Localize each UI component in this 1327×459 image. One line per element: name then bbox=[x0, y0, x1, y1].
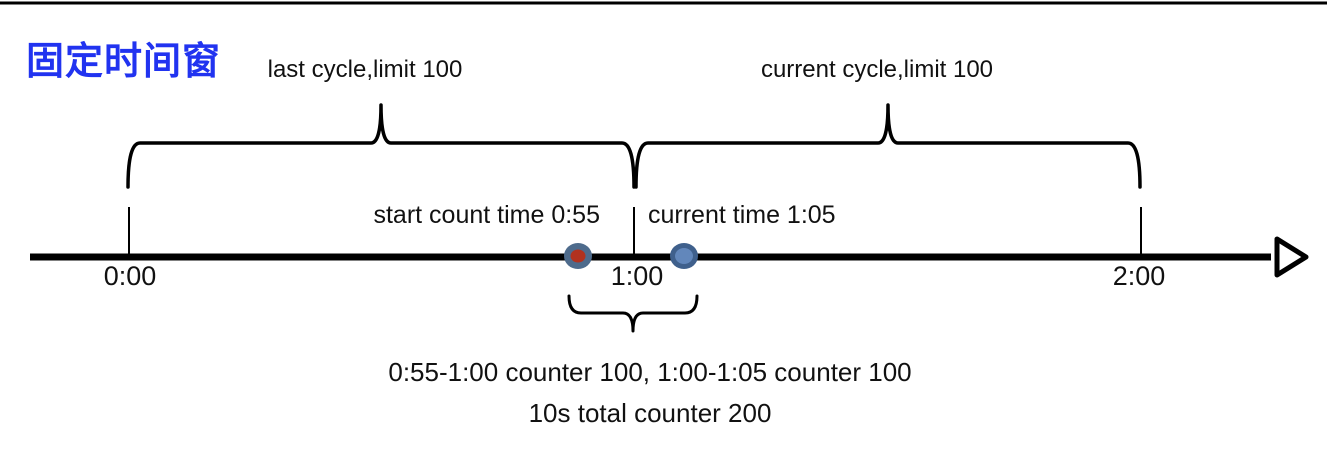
tick-label-1-00: 1:00 bbox=[610, 261, 664, 291]
current-time-label: current time 1:05 bbox=[648, 201, 836, 229]
page-title: 固定时间窗 bbox=[26, 41, 222, 83]
current-cycle-label: current cycle,limit 100 bbox=[760, 56, 994, 83]
tick-label-2-00: 2:00 bbox=[1112, 261, 1166, 291]
tick-label-0-00: 0:00 bbox=[103, 261, 157, 291]
start-count-marker bbox=[564, 243, 592, 269]
counter-summary-line1: 0:55-1:00 counter 100, 1:00-1:05 counter… bbox=[388, 357, 912, 387]
last-cycle-brace bbox=[126, 103, 636, 189]
counter-summary-line2: 10s total counter 200 bbox=[528, 398, 772, 428]
current-time-marker bbox=[670, 243, 698, 269]
current-cycle-brace bbox=[634, 103, 1142, 189]
last-cycle-label: last cycle,limit 100 bbox=[267, 56, 463, 83]
window-underbrace bbox=[567, 294, 699, 333]
start-count-label: start count time 0:55 bbox=[373, 201, 600, 229]
axis-arrow-icon bbox=[1274, 236, 1309, 278]
